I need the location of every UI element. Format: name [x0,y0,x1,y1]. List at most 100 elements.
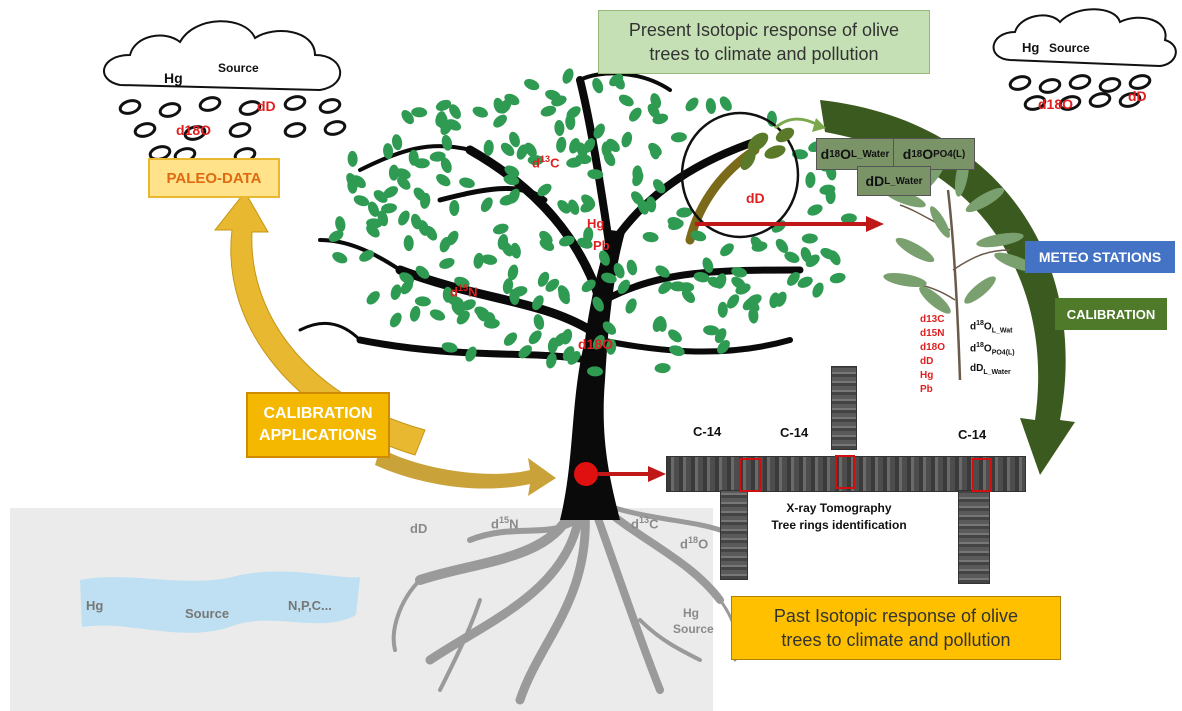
leaf [524,79,540,91]
leaf [829,272,846,284]
leaf [545,278,560,292]
meteo-stations-box: METEO STATIONS [1025,241,1175,273]
leaf [681,289,696,304]
b2-base: d [902,146,912,162]
root-d18o-el: O [698,536,709,552]
leaf [440,157,452,174]
leaf [353,195,370,207]
water-body [80,571,360,633]
leaf [769,292,780,309]
rain-drop [238,100,262,116]
root-d15n: d15N [491,515,518,531]
rain-drop [133,122,157,138]
root-d18o: d18O [680,535,708,551]
leaf [533,314,545,330]
rain-drop [1118,92,1142,108]
leaf [510,242,521,259]
leaf [613,262,625,279]
sample-marker-1 [739,458,761,492]
leaf [429,309,446,321]
leaf [685,97,699,112]
leaf [508,188,520,204]
rain-drop [1038,78,1062,94]
leaf [719,96,732,111]
root-d18o-base: d [680,536,688,552]
magnifier-circle [680,111,800,239]
leaf [389,312,402,328]
pb1-sub: L_Wat [991,327,1013,335]
leaf [537,183,552,197]
leaf [797,276,813,288]
root-source: Source [673,622,714,636]
leaf [499,99,512,114]
plant-black-3: dDL_Water [970,361,1015,380]
leaf [565,114,576,130]
b2-sub: PO4(L) [933,148,966,160]
plant-black-1: d18OL_Wat [970,316,1015,338]
rain-drop [158,102,182,118]
leaf [786,271,800,286]
leaf-arrow [774,117,819,130]
rain-drop [1128,74,1152,90]
leaf [441,342,458,353]
plant-list-red: d13C d15N d18O dD Hg Pb [920,313,945,397]
leaf [397,176,411,190]
leaf [670,132,687,143]
plant-red-1: d13C [920,314,945,325]
leaf [820,247,836,260]
leaf [717,301,728,318]
leaf [745,298,760,312]
leaf [593,123,605,139]
cloud-left-source: Source [218,61,259,75]
leaf [483,139,494,156]
leaf [516,144,528,160]
leaf [408,149,419,166]
leaf [618,94,634,107]
b2-el: O [922,146,934,162]
paleo-data-box: PALEO-DATA [148,158,280,198]
leaf [690,230,707,242]
core-vertical-right [958,490,990,584]
leaf [411,107,428,118]
root-d13c-el: C [649,516,659,532]
leaf [562,346,575,361]
leaf [654,363,671,374]
sample-marker-2 [835,455,855,489]
leaf [439,257,455,269]
leaf [812,282,824,298]
leaf [511,286,528,297]
leaf [413,187,427,202]
cloud-left-d18o: d18O [176,122,212,138]
leaf [726,294,740,309]
leaf [435,111,446,127]
present-response-line2: trees to climate and pollution [649,44,879,64]
leaf [473,252,484,269]
leaf [731,266,747,278]
leaf [775,238,789,253]
rain-drop [283,95,307,111]
leaf [592,77,604,94]
tree-dd: dD [746,190,765,206]
leaf [539,230,553,245]
tree-d18o: d18O [578,336,614,352]
b3-base: dD [865,173,885,189]
b1-sub: L_Water [851,148,890,160]
pb1-sup: 18 [976,320,984,327]
past-response-box: Past Isotopic response of olive trees to… [731,596,1061,660]
leaf [609,73,624,87]
meteo-stations-label: METEO STATIONS [1038,249,1162,265]
leaf [658,281,673,295]
leaf [546,352,557,369]
leaf [449,200,460,216]
leaf [395,168,411,180]
leaf [518,345,532,359]
sample-dot [574,462,598,486]
leaf [446,230,459,246]
plant-red-6: Pb [920,384,933,395]
cloud-right-hg: Hg [1022,40,1040,55]
leaf [540,105,557,117]
c14-label-3: C-14 [958,427,987,442]
leaf [714,328,727,344]
leaf [493,223,509,235]
